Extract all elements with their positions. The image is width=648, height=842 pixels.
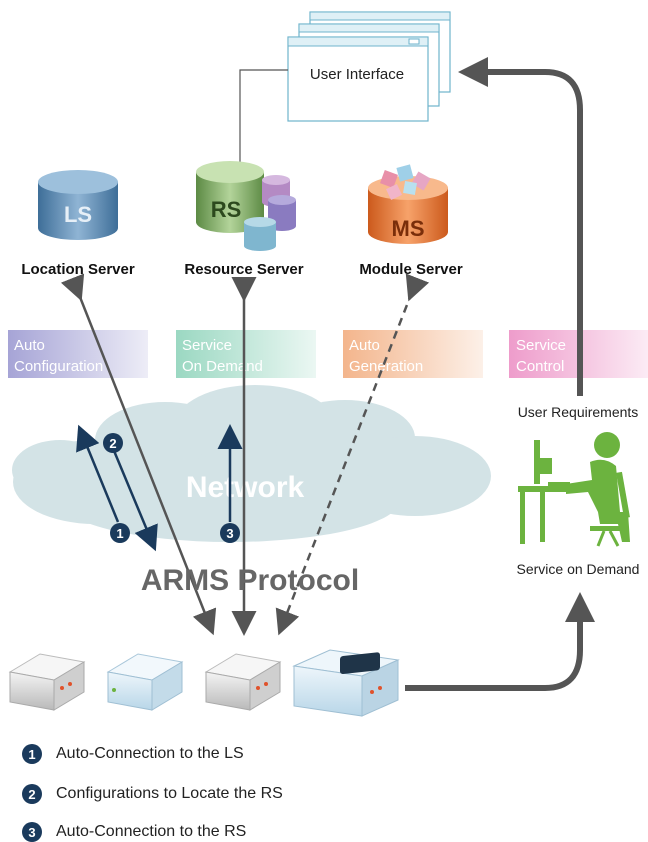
- tag-auto-configuration-line1: Auto: [14, 337, 45, 354]
- legend-item-3: 3 Auto-Connection to the RS: [22, 822, 246, 842]
- ls-abbr: LS: [64, 202, 92, 227]
- tag-service-control-line2: Control: [516, 358, 564, 375]
- step-1-marker: 1: [110, 523, 130, 543]
- ui-rs-connector: [239, 69, 288, 162]
- user-interface-label: User Interface: [310, 66, 404, 83]
- legend-item-1: 1 Auto-Connection to the LS: [22, 744, 244, 764]
- legend-text-2: Configurations to Locate the RS: [56, 785, 283, 802]
- tag-auto-configuration: Auto Configuration: [8, 330, 148, 378]
- legend-text-3: Auto-Connection to the RS: [56, 823, 247, 840]
- device-to-service-arrow: [405, 592, 595, 691]
- legend-item-2: 2 Configurations to Locate the RS: [22, 784, 283, 804]
- device-3: [204, 653, 282, 711]
- tag-service-on-demand-line1: Service: [182, 337, 232, 354]
- location-server-label: Location Server: [21, 261, 135, 278]
- step-3-marker: 3: [220, 523, 240, 543]
- rs-abbr: RS: [211, 197, 242, 222]
- user-requirements-label: User Requirements: [518, 404, 639, 420]
- ms-device-arrow: [275, 273, 430, 636]
- tag-service-on-demand-line2: On Demand: [182, 358, 263, 375]
- step-2-arrow: [110, 445, 158, 552]
- ls-device-arrow: [60, 273, 217, 636]
- tag-auto-generation-line1: Auto: [349, 337, 380, 354]
- resource-server-icon: RS: [196, 161, 296, 251]
- tag-service-control-line1: Service: [516, 337, 566, 354]
- control-to-ui-arrow: [458, 57, 583, 396]
- step-2-number: 2: [109, 436, 116, 451]
- device-1: [8, 653, 86, 711]
- arms-protocol-label: ARMS Protocol: [141, 564, 359, 597]
- step-1-number: 1: [116, 526, 123, 541]
- tag-auto-configuration-line2: Configuration: [14, 358, 103, 375]
- device-2: [106, 653, 184, 711]
- device-4: [292, 649, 400, 717]
- tag-auto-generation: Auto Generation: [343, 330, 483, 378]
- step-3-number: 3: [226, 526, 233, 541]
- legend-text-1: Auto-Connection to the LS: [56, 745, 244, 762]
- service-on-demand-label: Service on Demand: [517, 561, 640, 577]
- module-server-icon: MS: [368, 164, 448, 244]
- step-2-marker: 2: [103, 433, 123, 453]
- tag-service-on-demand: Service On Demand: [176, 330, 316, 378]
- legend-number-3: 3: [22, 822, 42, 842]
- user-at-desk-icon: [518, 432, 630, 547]
- resource-server-label: Resource Server: [184, 261, 303, 278]
- network-cloud: [12, 385, 491, 542]
- user-interface-windows: User Interface: [287, 11, 451, 122]
- ms-abbr: MS: [392, 216, 425, 241]
- step-1-arrow: [76, 424, 120, 523]
- legend-number-2: 2: [22, 784, 42, 804]
- location-server-icon: LS: [38, 170, 118, 240]
- module-server-label: Module Server: [359, 261, 463, 278]
- legend-number-1: 1: [22, 744, 42, 764]
